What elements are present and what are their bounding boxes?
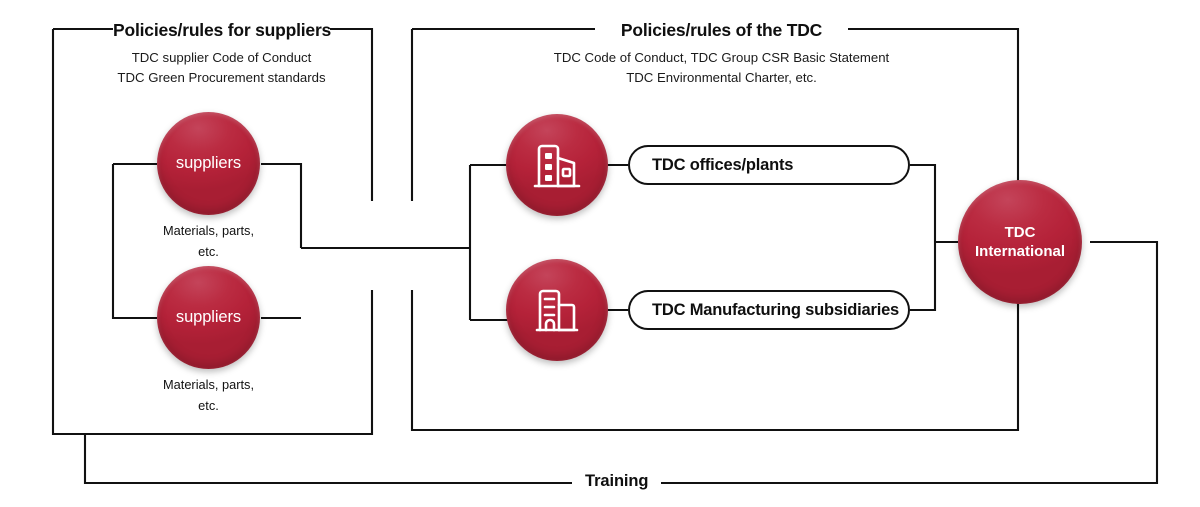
right-section-subtitle-2: TDC Environmental Charter, etc. [626, 70, 817, 86]
tdc-international-node[interactable]: TDC International [958, 180, 1082, 304]
pills-right-bracket [910, 163, 937, 312]
international-return-to-training [646, 240, 1159, 485]
supplier-left-bracket [111, 164, 129, 320]
supplier-node-1-caption-line2: etc. [198, 244, 219, 260]
office-building-icon [533, 144, 581, 188]
supplier-node-2-caption-line1: Materials, parts, [162, 377, 255, 392]
tdc-international-label-line1: TDC [1004, 223, 1036, 241]
tdc-offices-pill[interactable]: TDC offices/plants [628, 145, 910, 185]
left-box-right-upper [330, 27, 374, 201]
supplier-node-2[interactable]: suppliers [157, 266, 260, 369]
tdc-offices-node[interactable] [506, 114, 608, 216]
supplier-node-1-caption: Materials, parts, etc. [132, 220, 285, 262]
tdc-international-label: TDC International [975, 223, 1065, 261]
tdc-subsidiaries-pill-label: TDC Manufacturing subsidiaries [652, 300, 900, 319]
right-section-heading: Policies/rules of the TDC TDC Code of Co… [554, 20, 889, 89]
tdc-subsidiaries-node[interactable] [506, 259, 608, 361]
left-section-subtitle-2: TDC Green Procurement standards [117, 70, 326, 86]
right-section-subtitle-1: TDC Code of Conduct, TDC Group CSR Basic… [553, 50, 890, 65]
supplier-node-2-label: suppliers [175, 308, 242, 326]
left-section-heading: Policies/rules for suppliers TDC supplie… [113, 20, 332, 89]
training-label: Training [572, 472, 662, 491]
left-section-subtitle-1: TDC supplier Code of Conduct [131, 50, 312, 65]
supplier-node-2-caption-line2: etc. [198, 398, 219, 414]
tdc-international-label-line2: International [974, 243, 1065, 260]
tdc-subsidiaries-pill[interactable]: TDC Manufacturing subsidiaries [628, 290, 910, 330]
supplier-node-1-caption-line1: Materials, parts, [162, 223, 255, 238]
tdc-offices-pill-label: TDC offices/plants [652, 155, 794, 174]
training-line-left [83, 434, 572, 485]
left-section-title: Policies/rules for suppliers [113, 20, 332, 40]
supplier-node-2-caption: Materials, parts, etc. [132, 374, 285, 416]
right-section-title: Policies/rules of the TDC [620, 20, 823, 40]
supplier-node-1[interactable]: suppliers [157, 112, 260, 215]
supplier-node-1-label: suppliers [175, 154, 242, 172]
factory-building-icon [535, 289, 579, 332]
